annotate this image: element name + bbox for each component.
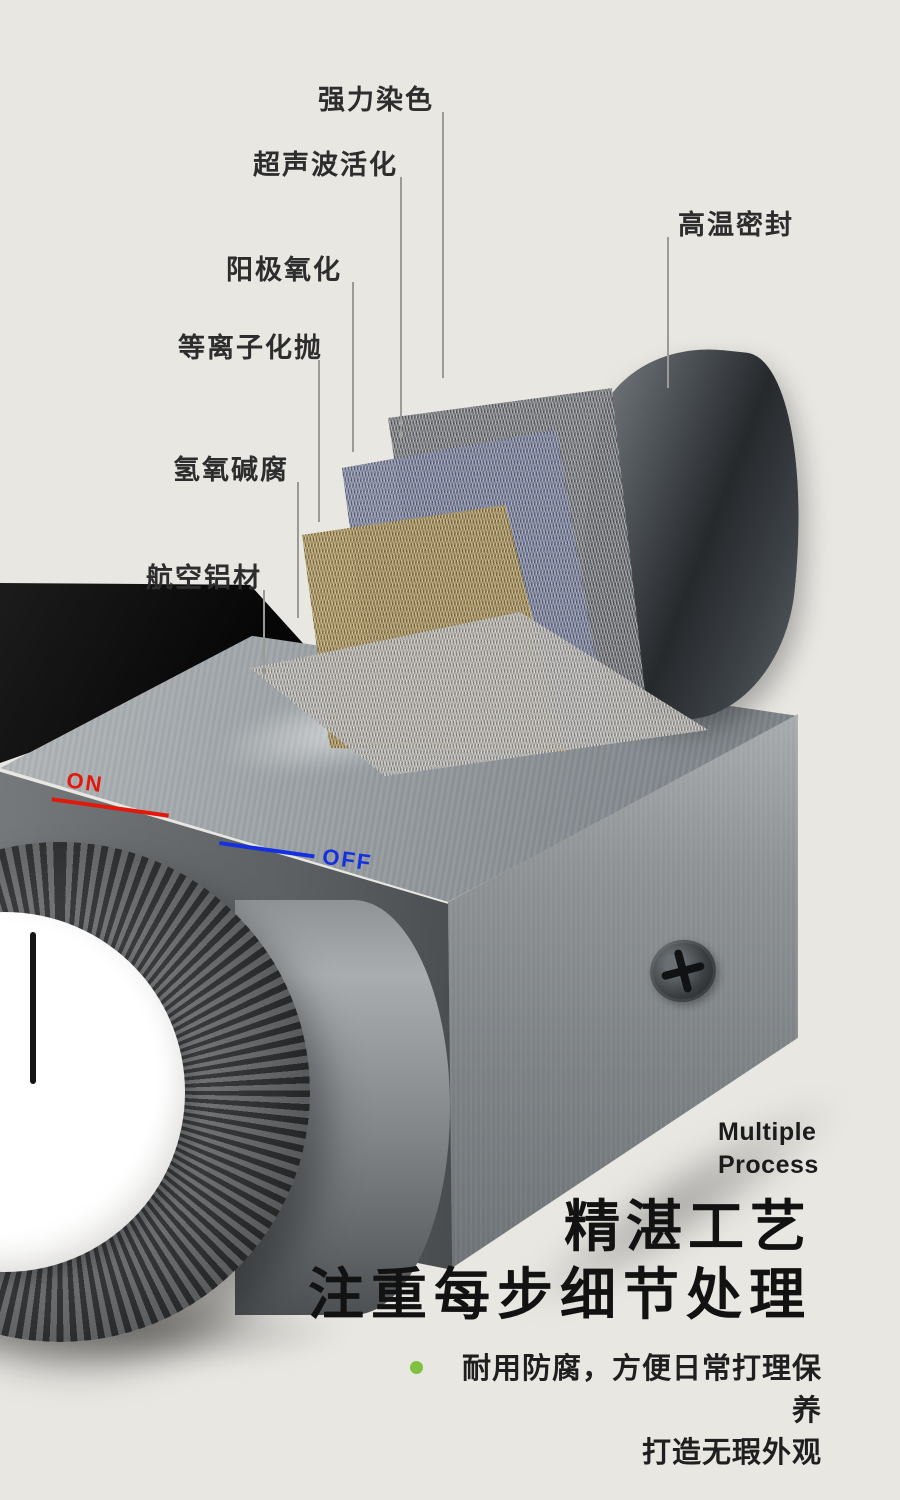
callout-line-anodizing <box>352 282 354 452</box>
knob-indicator-mark <box>30 932 36 1084</box>
footer-bullet: 耐用防腐，方便日常打理保养 打造无瑕外观 <box>410 1348 822 1474</box>
footer-bullet-text: 耐用防腐，方便日常打理保养 打造无瑕外观 <box>437 1348 822 1474</box>
callout-line-ultrasonic <box>400 177 402 438</box>
callout-label-plasma-polish: 等离子化抛 <box>178 333 323 363</box>
footer-eyebrow: Multiple Process <box>718 1116 819 1181</box>
callout-line-plasma-polish <box>318 360 320 522</box>
footer-title-line2: 注重每步细节处理 <box>308 1263 812 1326</box>
callout-line-strong-dyeing <box>442 112 444 378</box>
on-label: ON <box>64 767 106 798</box>
callout-line-aviation-aluminum <box>263 590 265 676</box>
callout-line-high-temp-seal <box>667 237 669 388</box>
off-label: OFF <box>320 843 374 876</box>
callout-line-alkali-etch <box>297 482 299 618</box>
callout-label-anodizing: 阳极氧化 <box>226 255 342 285</box>
bullet-dot-icon <box>410 1361 423 1374</box>
callout-label-alkali-etch: 氢氧碱腐 <box>173 455 289 485</box>
footer-eyebrow-line1: Multiple <box>718 1118 817 1146</box>
footer-eyebrow-line2: Process <box>718 1150 819 1179</box>
callout-label-high-temp-seal: 高温密封 <box>678 210 794 240</box>
footer-bullet-line1: 耐用防腐，方便日常打理保养 <box>461 1353 822 1428</box>
on-indicator-line <box>51 797 169 818</box>
callout-label-aviation-aluminum: 航空铝材 <box>146 563 262 593</box>
off-indicator-line <box>219 841 315 859</box>
callout-label-ultrasonic: 超声波活化 <box>253 150 398 180</box>
footer-title-line1: 精湛工艺 <box>564 1195 812 1258</box>
footer-bullet-line2: 打造无瑕外观 <box>641 1437 822 1470</box>
callout-label-strong-dyeing: 强力染色 <box>318 85 434 115</box>
